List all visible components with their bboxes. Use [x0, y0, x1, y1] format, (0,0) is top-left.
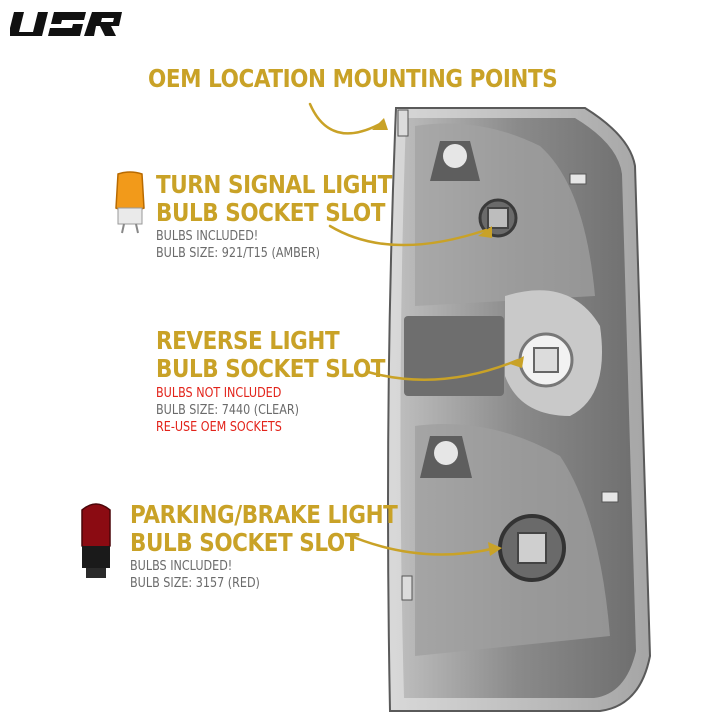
parking-note-2: BULB SIZE: 3157 (RED) [130, 576, 260, 591]
usr-logo [10, 12, 122, 36]
reverse-title-2: BULB SOCKET SLOT [156, 354, 385, 383]
reverse-title-1: REVERSE LIGHT [156, 326, 340, 355]
reverse-note-3: RE-USE OEM SOCKETS [156, 420, 282, 435]
reverse-note-2: BULB SIZE: 7440 (CLEAR) [156, 403, 299, 418]
red-bulb-icon [81, 503, 111, 578]
parking-title-1: PARKING/BRAKE LIGHT [130, 500, 398, 529]
parking-note-1: BULBS INCLUDED! [130, 559, 233, 574]
mounting-title: OEM LOCATION MOUNTING POINTS [148, 64, 558, 93]
turn-signal-note-2: BULB SIZE: 921/T15 (AMBER) [156, 246, 320, 261]
tail-light-housing [387, 107, 652, 712]
turn-signal-title-1: TURN SIGNAL LIGHT [156, 170, 392, 199]
amber-bulb-icon [115, 171, 145, 234]
reverse-note-1: BULBS NOT INCLUDED [156, 386, 282, 401]
turn-signal-note-1: BULBS INCLUDED! [156, 229, 259, 244]
parking-title-2: BULB SOCKET SLOT [130, 528, 359, 557]
turn-signal-title-2: BULB SOCKET SLOT [156, 198, 385, 227]
